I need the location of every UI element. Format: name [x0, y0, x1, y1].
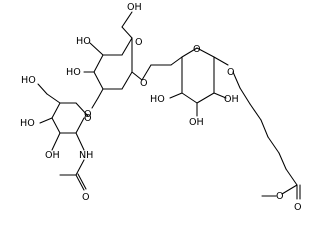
atom-label: HO: [76, 36, 91, 47]
atom-label: O: [193, 44, 201, 55]
atom-label: O: [227, 67, 235, 78]
atom-label: OH: [189, 117, 204, 128]
atom-label: O: [84, 109, 92, 120]
atom-label: OH: [127, 2, 142, 13]
atom-label: O: [82, 192, 90, 203]
bond-lines: [37, 11, 301, 200]
chemical-structure-diagram: OH HO O HO O O O O HO OH OH HO O HO OH N…: [20, 2, 302, 213]
atom-label: OH: [224, 94, 239, 105]
atom-label: O: [294, 202, 302, 213]
atom-labels: OH HO O HO O O O O HO OH OH HO O HO OH N…: [20, 2, 302, 213]
atom-label: O: [135, 37, 143, 48]
atom-label: OH: [45, 150, 60, 161]
atom-label: O: [140, 78, 148, 89]
atom-label: HO: [21, 75, 36, 86]
atom-label: O: [84, 113, 92, 124]
atom-label: HO: [66, 67, 81, 78]
atom-label: O: [276, 191, 284, 202]
atom-label: HO: [150, 94, 165, 105]
molecule-svg: OH HO O HO O O O O HO OH OH HO O HO OH N…: [20, 2, 302, 213]
atom-label: NH: [79, 150, 93, 161]
atom-label: HO: [20, 118, 35, 129]
